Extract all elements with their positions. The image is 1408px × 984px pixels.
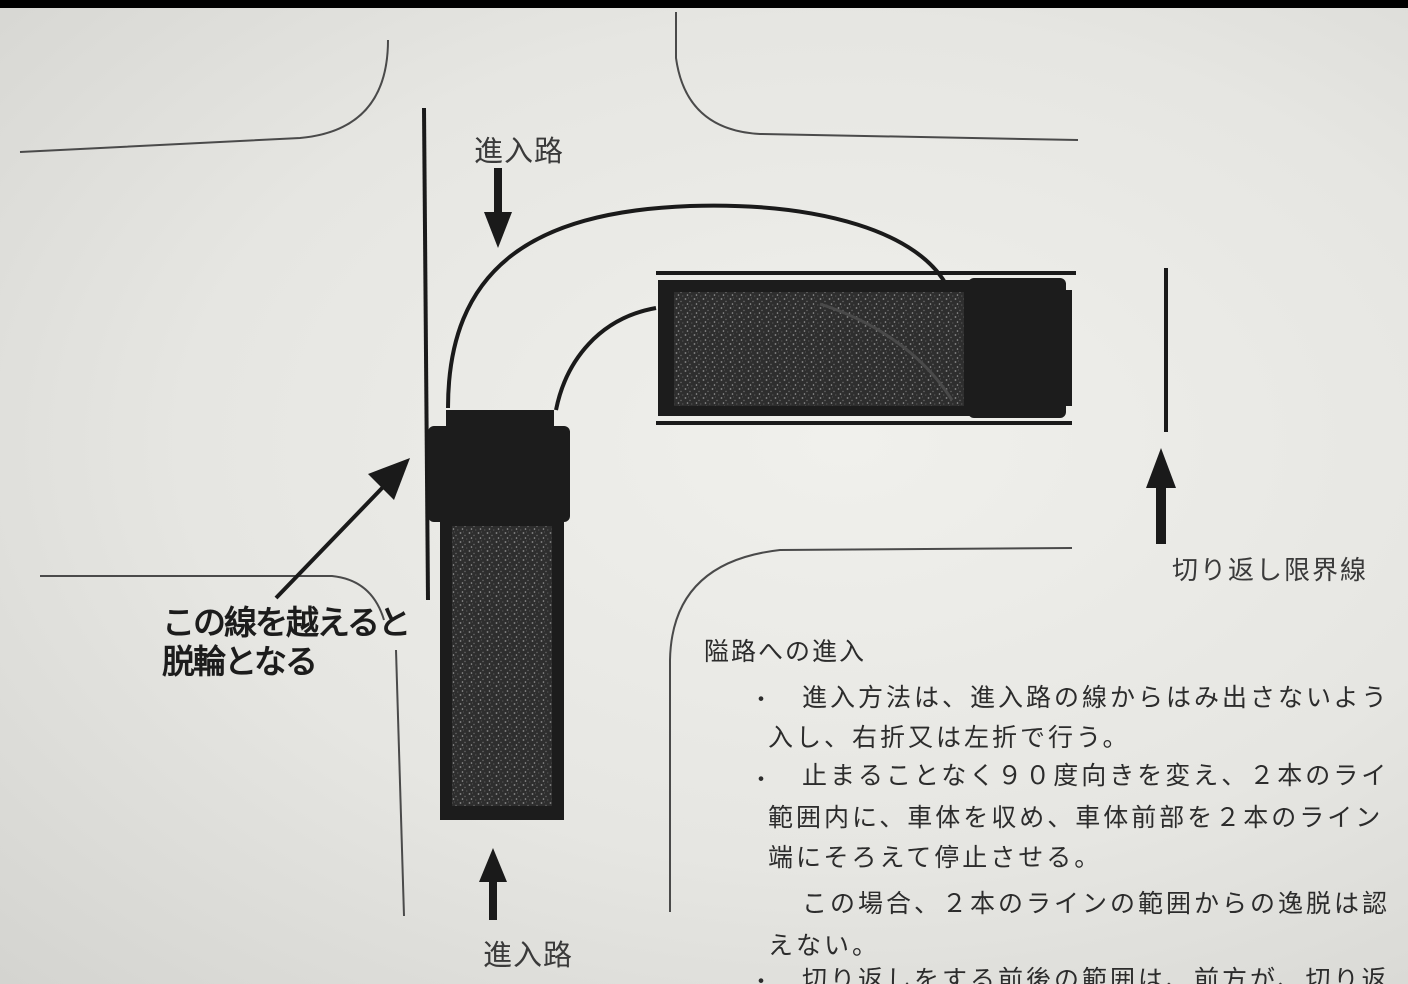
turnback-limit-label: 切り返し限界線: [1172, 556, 1369, 586]
truck-start-position: [428, 410, 570, 820]
curb-top-left: [19, 39, 389, 153]
note-line-7: えない。: [768, 931, 881, 960]
note-line-4: 範囲内に、車体を収め、車体前部を２本のライン: [768, 803, 1384, 832]
curb-bottom-left-vertical: [395, 649, 405, 917]
bullet-marker-1: ・: [750, 688, 773, 713]
note-line-6: この場合、２本のラインの範囲からの逸脱は認: [802, 889, 1391, 918]
entry-boundary-line: [422, 107, 430, 601]
entry-road-label-top: 進入路: [474, 134, 565, 168]
photo-top-border: [0, 0, 1408, 8]
warning-line-2: 脱輪となる: [162, 643, 318, 680]
truck-start-roof: [446, 410, 554, 430]
truck-final-bumper: [1058, 290, 1072, 406]
warning-line-1: この線を越えると: [162, 604, 411, 641]
note-line-2: 入し、右折又は左折で行う。: [768, 723, 1131, 752]
bullet-marker-3: ・: [750, 970, 773, 984]
bullet-marker-2: ・: [750, 768, 773, 793]
arrow-up-icon: [479, 848, 507, 920]
curb-top-right: [675, 12, 1079, 141]
curb-bottom-left: [40, 575, 385, 621]
note-line-3: 止まることなく９０度向きを変え、２本のライ: [802, 761, 1390, 790]
wheel-track-inner: [554, 306, 657, 411]
wheel-track-outer: [446, 203, 950, 409]
truck-final-wheel-trace: [819, 302, 954, 401]
arrow-down-icon: [484, 168, 512, 248]
note-line-5: 端にそろえて停止させる。: [768, 843, 1103, 872]
truck-final-cab: [968, 278, 1066, 418]
truck-final-position: [658, 278, 1072, 418]
entry-road-label-bottom: 進入路: [483, 938, 574, 972]
note-line-8: 切り返しをする前後の範囲は、前方が、切り返: [802, 965, 1390, 984]
truck-start-cab: [428, 426, 570, 522]
truck-start-cargo: [452, 526, 552, 806]
notes-heading: 隘路への進入: [704, 637, 867, 666]
diagonal-pointer-arrow-icon: [274, 458, 410, 600]
wheel-off-warning: この線を越えると 脱輪となる: [162, 603, 411, 681]
curb-bottom-right: [669, 547, 1073, 912]
truck-final-cargo: [674, 292, 964, 406]
note-line-1: 進入方法は、進入路の線からはみ出さないよう: [802, 683, 1390, 712]
arrow-up-icon: [1146, 448, 1176, 544]
